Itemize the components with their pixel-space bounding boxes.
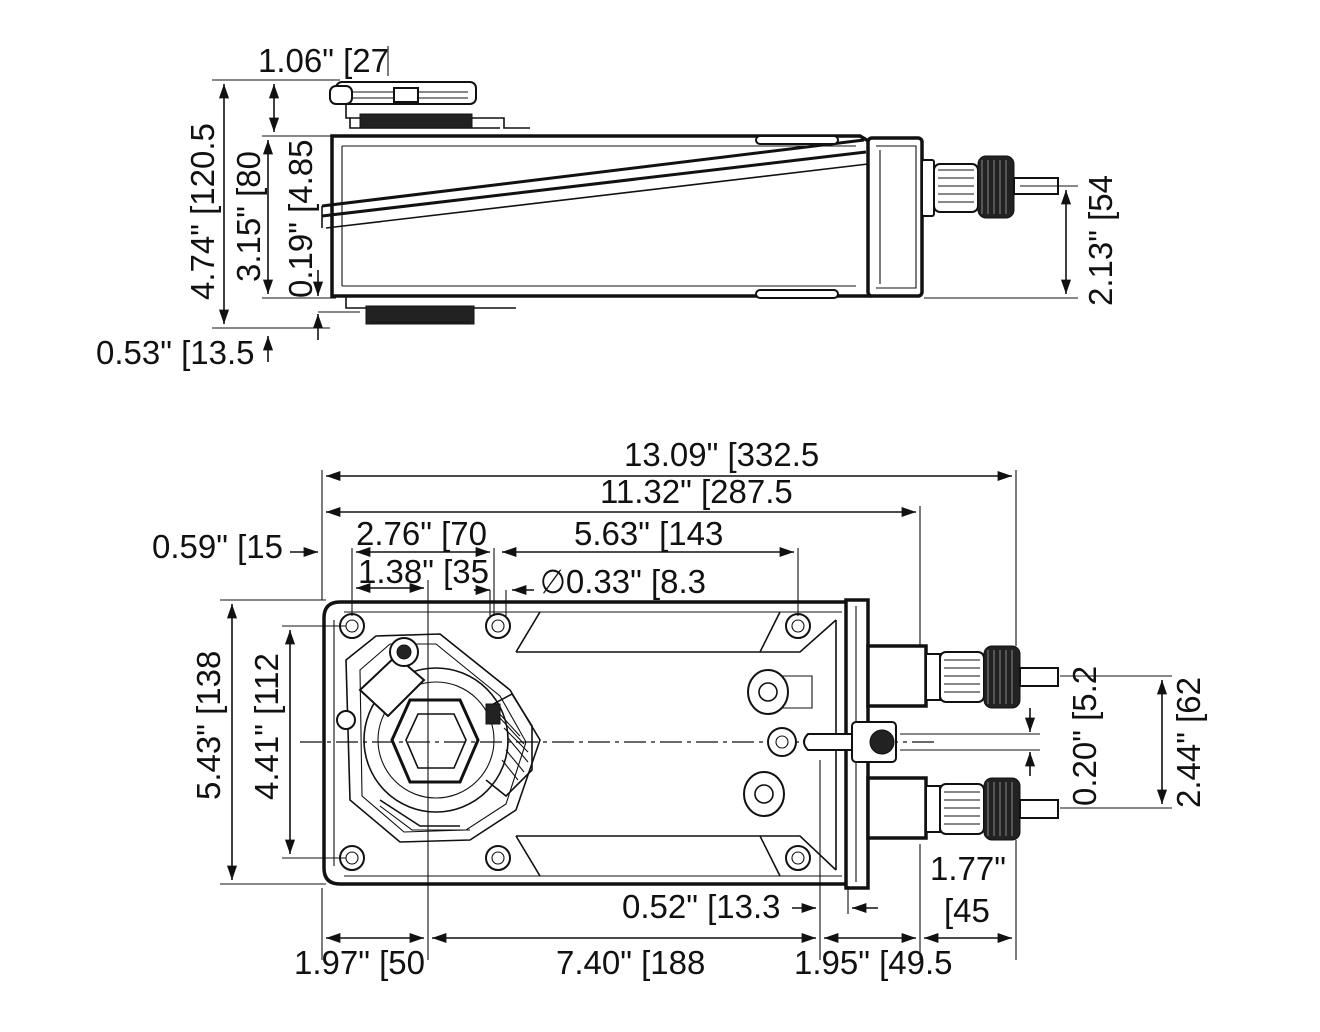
dim-shaft-offset: 1.38" [35 [358, 553, 489, 590]
top-dimension-lines [220, 470, 1172, 960]
dim-connector-spacing: 2.44" [62 [1170, 677, 1207, 808]
dim-shaft-to-slot: 7.40" [188 [556, 944, 705, 981]
dim-hole-spacing-b: 5.63" [143 [574, 515, 723, 552]
mounting-holes [339, 613, 811, 871]
dim-slot-to-end: 1.95" [49.5 [794, 944, 953, 981]
dim-bottom-offset: 0.53" [13.5 [96, 334, 255, 371]
dim-total-width: 5.43" [138 [190, 651, 227, 800]
dim-shaft-to-edge: 1.97" [50 [294, 944, 425, 981]
shaft-clamp [336, 633, 541, 843]
dim-hole-spacing-a: 2.76" [70 [356, 515, 487, 552]
dim-overall-length: 13.09" [332.5 [624, 436, 819, 473]
side-body [321, 134, 924, 299]
top-connector-upper [866, 644, 1059, 709]
side-connector [921, 155, 1059, 219]
dim-total-height: 4.74" [120.5 [184, 123, 221, 300]
dim-offset: 0.19" [4.85 [282, 139, 319, 298]
dim-body-length: 11.32" [287.5 [600, 473, 793, 510]
dim-body-height: 3.15" [80 [230, 151, 267, 282]
dim-hole-diameter: ∅0.33" [8.3 [540, 563, 706, 600]
dim-connector-width: 1.06" [27 [258, 42, 389, 79]
side-dimension-lines [212, 79, 1078, 362]
side-clamp-bottom [345, 296, 516, 325]
dim-small-offset: 0.52" [13.3 [622, 888, 781, 925]
dim-connector-height: 2.13" [54 [1082, 175, 1119, 306]
dim-slot-offset: 0.20" [5.2 [1066, 666, 1103, 806]
top-view: 13.09" [332.5 11.32" [287.5 0.59" [15 2.… [152, 436, 1207, 981]
dim-edge-offset: 0.59" [15 [152, 528, 283, 565]
top-connector-lower [866, 776, 1059, 841]
top-features [743, 669, 897, 817]
side-view: 1.06" [27 4.74" [120.5 3.15" [80 0.19" [… [96, 42, 1119, 371]
dim-connector-length-a: 1.77" [930, 850, 1006, 887]
side-clamp-top [329, 81, 530, 129]
dim-hole-width: 4.41" [112 [248, 653, 285, 800]
dim-connector-length-b: [45 [944, 892, 990, 929]
